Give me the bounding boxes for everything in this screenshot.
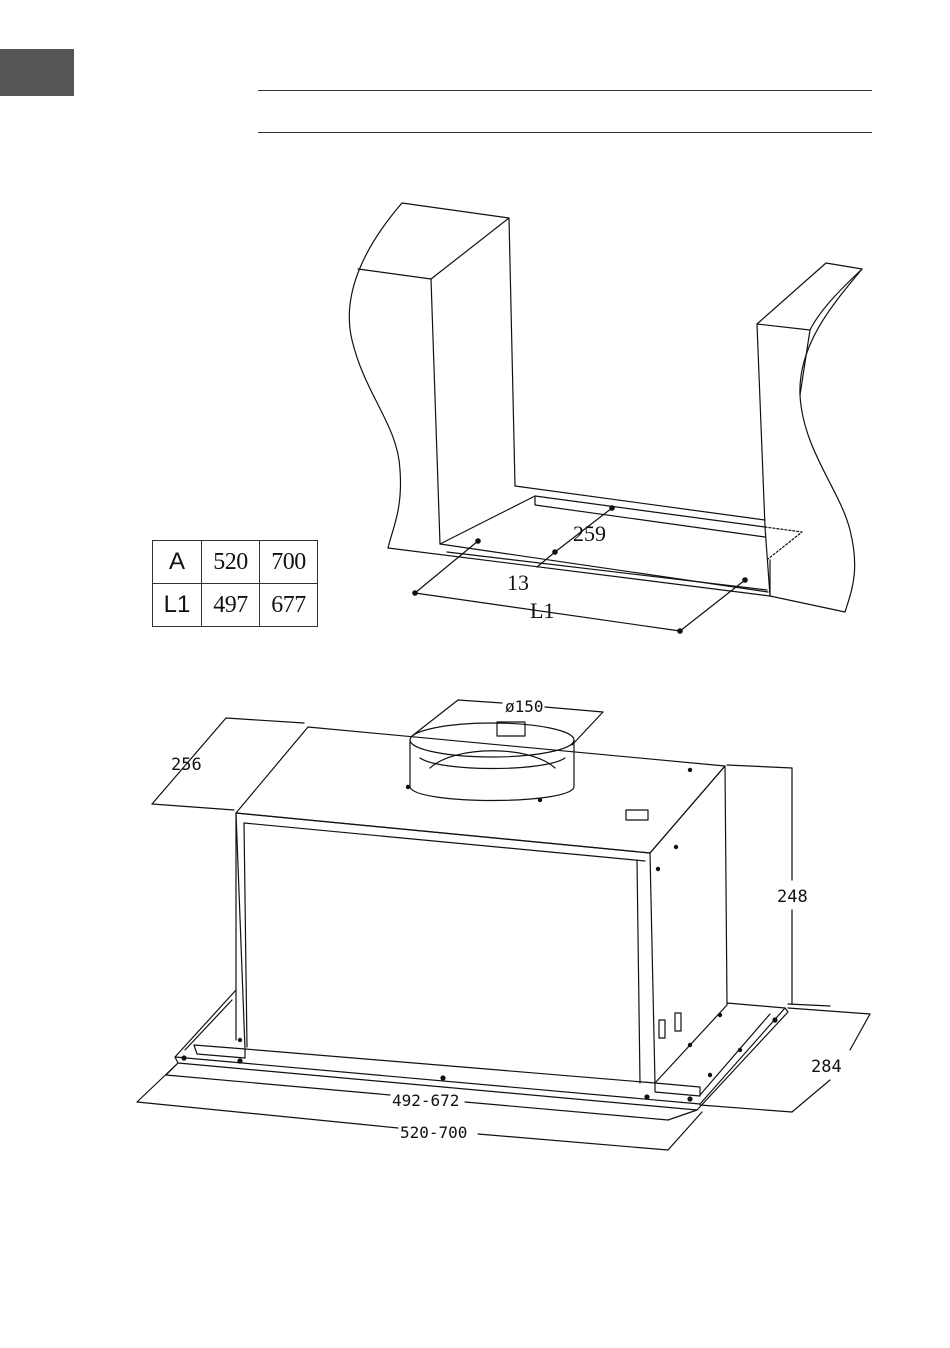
height-label: 248 [777, 887, 808, 907]
niche-gap-label: 13 [507, 570, 529, 595]
niche-length-label: L1 [530, 598, 554, 623]
hood-top-face [236, 727, 725, 853]
niche-diagram [349, 203, 862, 633]
hood-front-face [236, 813, 655, 1083]
outlet-collar-top [410, 723, 574, 757]
left-cabinet-top [358, 203, 509, 279]
right-cabinet-top [757, 263, 862, 330]
depth-top-label: 256 [171, 755, 202, 775]
outlet-diameter-label: ø150 [505, 697, 544, 716]
frame-depth-label: 284 [811, 1057, 842, 1077]
inner-width-label: 492-672 [392, 1091, 459, 1110]
outer-width-label: 520-700 [400, 1123, 467, 1142]
hood-diagram [137, 700, 870, 1150]
hood-right-face [650, 766, 727, 1083]
niche-depth-label: 259 [573, 521, 606, 546]
left-cabinet-outline [349, 203, 770, 596]
